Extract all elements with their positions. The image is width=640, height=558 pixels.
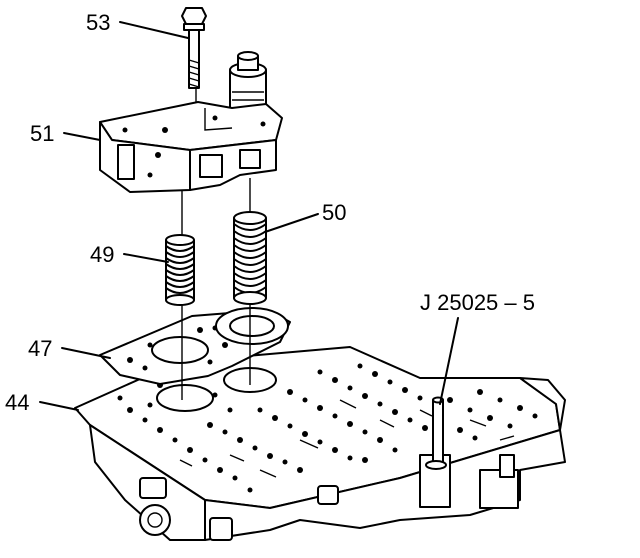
leader-47 bbox=[61, 347, 111, 359]
callout-47: 47 bbox=[28, 336, 52, 361]
callout-50: 50 bbox=[322, 200, 346, 225]
spring-retainer-50 bbox=[215, 307, 289, 345]
leader-50 bbox=[264, 213, 319, 233]
leader-49 bbox=[123, 253, 169, 263]
spring-50 bbox=[233, 211, 267, 305]
leader-lines bbox=[39, 21, 459, 411]
accumulator-housing-51 bbox=[99, 51, 283, 193]
bolt-53 bbox=[181, 7, 207, 89]
leader-44 bbox=[39, 401, 79, 411]
valve-body-44 bbox=[74, 346, 566, 541]
callout-53: 53 bbox=[86, 10, 110, 35]
callout-tool: J 25025 – 5 bbox=[420, 290, 535, 315]
callout-51: 51 bbox=[30, 121, 54, 146]
guide-pin-j25025-5 bbox=[425, 396, 447, 470]
leader-53 bbox=[119, 21, 189, 39]
callout-49: 49 bbox=[90, 242, 114, 267]
leader-51 bbox=[63, 132, 101, 141]
callout-44: 44 bbox=[5, 390, 29, 415]
spring-49 bbox=[165, 234, 195, 306]
leader-tool bbox=[439, 317, 459, 405]
callout-labels: 53 51 49 50 47 44 J 25025 – 5 bbox=[5, 10, 535, 415]
